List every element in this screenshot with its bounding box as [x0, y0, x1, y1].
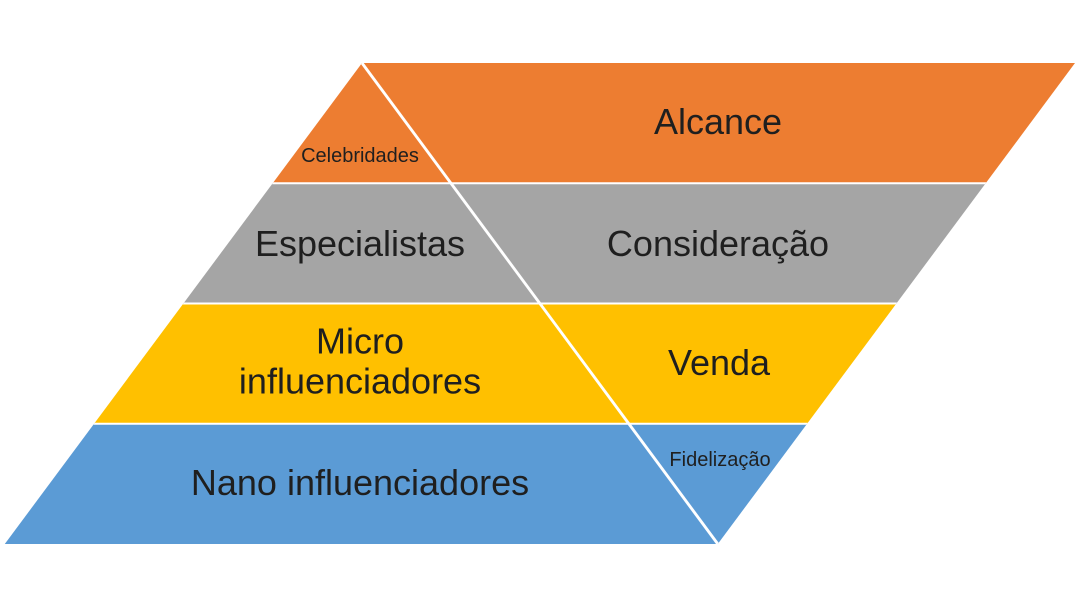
divider-lines: [93, 63, 987, 544]
label-celebridades: Celebridades: [301, 144, 419, 167]
label-nano-influenciadores: Nano influenciadores: [190, 461, 530, 503]
funnel-parallelogram: [4, 63, 1075, 544]
label-especialistas: Especialistas: [254, 222, 466, 264]
label-alcance: Alcance: [653, 100, 783, 142]
label-micro-influenciadores: Micro influenciadores: [238, 320, 482, 402]
label-consideracao: Consideração: [606, 222, 830, 264]
diagonal-divider-line: [360, 63, 719, 544]
label-fidelizacao: Fidelização: [669, 448, 771, 471]
label-venda: Venda: [667, 341, 771, 383]
